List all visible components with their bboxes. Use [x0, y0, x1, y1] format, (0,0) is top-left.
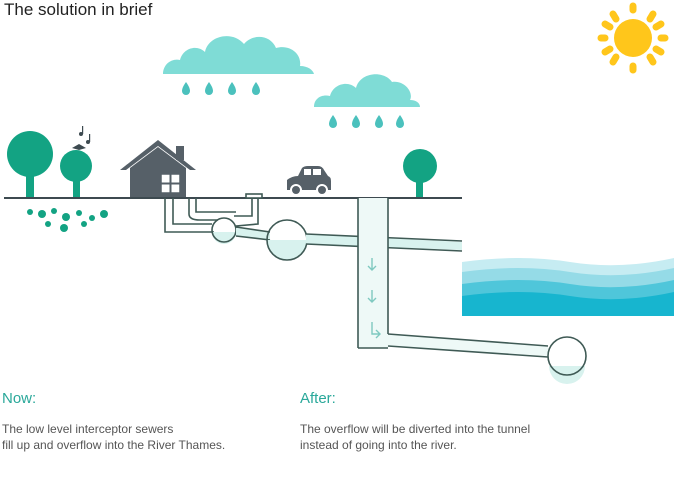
after-text-line-1: The overflow will be diverted into the t… — [300, 422, 531, 436]
bird-icon — [72, 144, 86, 150]
after-heading: After: — [300, 390, 336, 407]
flow-arrow-icon — [367, 258, 381, 339]
now-text-line-1: The low level interceptor sewers — [2, 422, 174, 436]
tree-icon — [7, 131, 53, 198]
now-caption: Now: The low level interceptor sewers fi… — [2, 390, 225, 453]
drop-shaft — [357, 198, 389, 349]
tunnel-pipe — [387, 333, 549, 358]
now-heading: Now: — [2, 390, 37, 407]
after-caption: After: The overflow will be diverted int… — [300, 390, 530, 453]
after-text-line-2: instead of going into the river. — [300, 438, 457, 452]
interceptor-sewer-large — [266, 219, 308, 261]
tunnel-end-node — [547, 336, 587, 384]
interceptor-sewer-node — [211, 217, 237, 244]
now-text-line-2: fill up and overflow into the River Tham… — [2, 438, 226, 452]
interceptor-pipe — [235, 226, 271, 241]
rain-cloud-icon — [314, 74, 420, 128]
tree-icon — [60, 150, 92, 198]
river-thames — [462, 258, 674, 316]
house-icon — [120, 140, 196, 198]
rain-cloud-icon — [163, 36, 314, 95]
music-note-icon — [79, 126, 91, 144]
tree-icon — [403, 149, 437, 198]
soil-dots — [27, 208, 108, 232]
page-title: The solution in brief — [4, 0, 153, 19]
house-drain-pipes — [164, 193, 263, 233]
car-icon — [287, 166, 331, 196]
sun-icon — [597, 2, 669, 74]
